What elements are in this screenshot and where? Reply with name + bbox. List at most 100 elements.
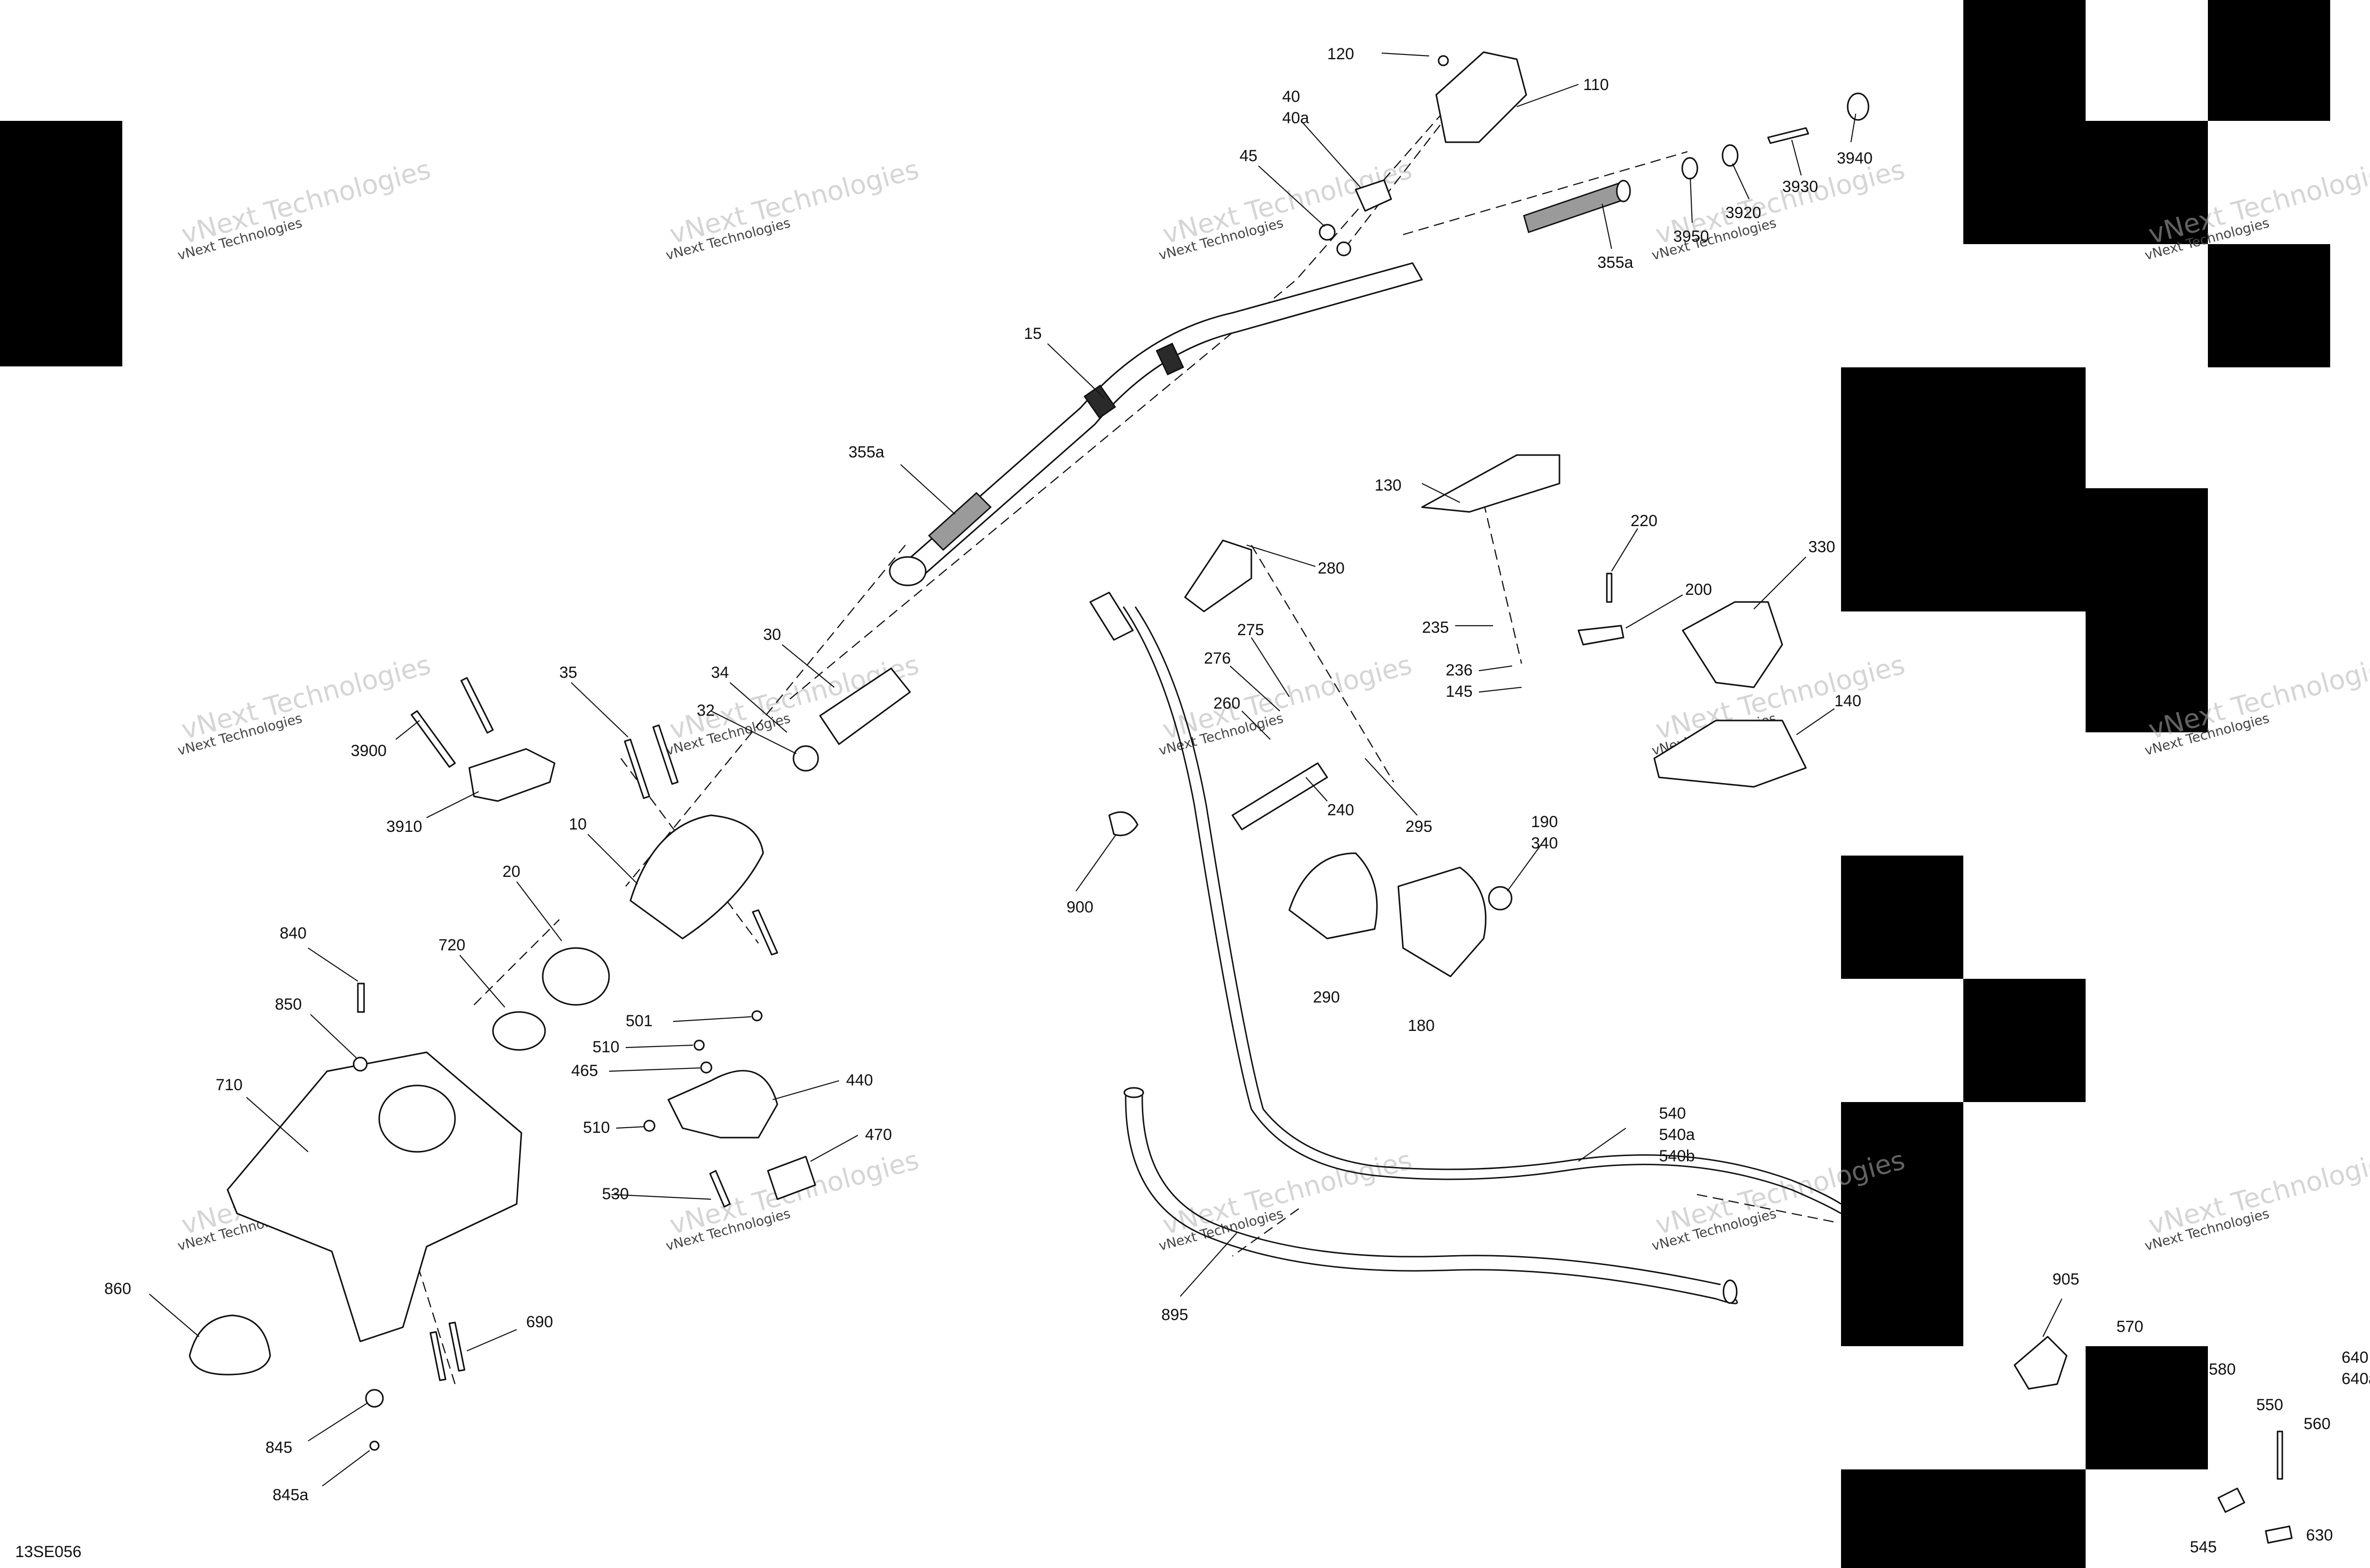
callout-label: 530	[602, 1185, 629, 1203]
callout-label: 640	[2342, 1349, 2369, 1367]
callout-label: 130	[1375, 476, 1402, 494]
callout-label: 630	[2306, 1526, 2333, 1544]
callout-label: 15	[1024, 325, 1042, 343]
callout-label: 510	[592, 1038, 620, 1056]
watermark: vNext Technologies vNext Technologies	[2143, 1145, 2370, 1254]
callout-label: 3900	[351, 742, 387, 760]
leader-line	[149, 1294, 200, 1337]
washer-510b	[643, 1120, 656, 1132]
clamp-440	[667, 1070, 778, 1139]
callout-label: 3930	[1782, 178, 1818, 196]
ring-720	[492, 1011, 546, 1051]
callout-label: 860	[104, 1280, 131, 1298]
leader-line	[1422, 483, 1460, 503]
housing-290	[1288, 852, 1378, 939]
callout-label: 290	[1313, 988, 1340, 1006]
screw-501	[751, 1010, 763, 1021]
leader-line	[1381, 52, 1430, 57]
leader-line	[772, 1080, 839, 1101]
leader-line	[1689, 177, 1693, 223]
callout-label: 640a	[2342, 1370, 2370, 1388]
leader-line	[1301, 120, 1361, 188]
watermark: vNext Technologies vNext Technologies	[1157, 154, 1415, 263]
leader-line	[516, 881, 562, 941]
callout-label: 3940	[1837, 149, 1873, 167]
leader-line	[466, 1329, 517, 1352]
callout-label: 840	[280, 924, 307, 942]
watermark-line: vNext Technologies	[178, 649, 434, 746]
callout-label: 355a	[1597, 254, 1633, 272]
hoses	[1122, 606, 1841, 1304]
handlebar-band	[1084, 384, 1116, 419]
callout-label: 895	[1161, 1306, 1188, 1324]
callout-label: 3910	[386, 818, 422, 836]
leader-line	[571, 682, 629, 738]
callout-label: 580	[2209, 1360, 2236, 1378]
switch-housing-group	[1421, 454, 1807, 788]
watermark-line: vNext Technologies	[1159, 1145, 1415, 1241]
callout-label: 710	[216, 1076, 243, 1094]
mask-block	[1841, 1102, 1963, 1346]
leader-line	[1047, 343, 1105, 399]
callout-label: 540b	[1659, 1147, 1695, 1165]
cover-905	[2014, 1336, 2068, 1390]
washer-3920	[1722, 144, 1739, 167]
leader-line	[1478, 665, 1513, 672]
watermark-line: vNext Technologies	[178, 154, 434, 250]
callout-label: 900	[1066, 898, 1094, 916]
callout-label: 465	[571, 1062, 598, 1080]
callout-label: 240	[1327, 801, 1354, 819]
callout-label: 200	[1685, 581, 1712, 599]
bracket-3910	[468, 748, 556, 802]
callout-label: 236	[1446, 661, 1473, 679]
leader-line	[729, 682, 787, 733]
callout-label: 110	[1583, 76, 1609, 94]
callout-label: 340	[1531, 834, 1558, 852]
callout-label: 32	[697, 702, 715, 720]
callout-label: 845a	[273, 1486, 309, 1504]
callout-label: 3950	[1673, 228, 1709, 246]
mask-block	[1841, 1469, 2086, 1568]
fittings	[2014, 1336, 2293, 1544]
callout-label: 470	[865, 1126, 892, 1144]
washer-850	[353, 1057, 368, 1072]
callout-label: 440	[846, 1071, 873, 1089]
callout-label: 355a	[848, 443, 884, 461]
throttle-clamp	[643, 1010, 816, 1208]
assembly-axis	[1346, 99, 1460, 247]
mask-block	[1841, 367, 2086, 611]
bolt-3900	[410, 710, 456, 768]
callout-label: 20	[502, 863, 520, 881]
leader-line	[1258, 165, 1325, 227]
washer-3950	[1681, 157, 1698, 180]
assembly-axis	[1232, 1208, 1299, 1257]
leader-lines	[149, 52, 2062, 1486]
bolt-690	[429, 1331, 447, 1381]
end-630	[2265, 1525, 2293, 1544]
leader-line	[1753, 556, 1806, 610]
callout-label: 510	[583, 1119, 610, 1137]
callout-label: 120	[1327, 45, 1354, 63]
watermark: vNext Technologies vNext Technologies	[176, 154, 434, 263]
callout-label: 560	[2304, 1415, 2331, 1433]
bracket-bore	[378, 1085, 456, 1153]
washer-845a	[369, 1440, 380, 1451]
leader-line	[810, 1135, 858, 1162]
hose-end	[1723, 1279, 1738, 1304]
grip-left	[928, 492, 992, 551]
callout-label: 570	[2116, 1318, 2143, 1336]
callout-label: 280	[1318, 559, 1345, 577]
callout-label: 140	[1834, 692, 1861, 710]
grip-right	[1523, 182, 1627, 233]
housing-180	[1397, 866, 1487, 977]
assembly-axis	[1250, 545, 1395, 783]
mask-block	[1963, 979, 2086, 1102]
screw-120	[1438, 55, 1449, 66]
leader-line	[1305, 777, 1328, 802]
cable-fitting	[1089, 592, 1134, 641]
screw-220	[1606, 573, 1613, 603]
washer-32	[793, 745, 819, 772]
leader-line	[625, 1044, 693, 1048]
